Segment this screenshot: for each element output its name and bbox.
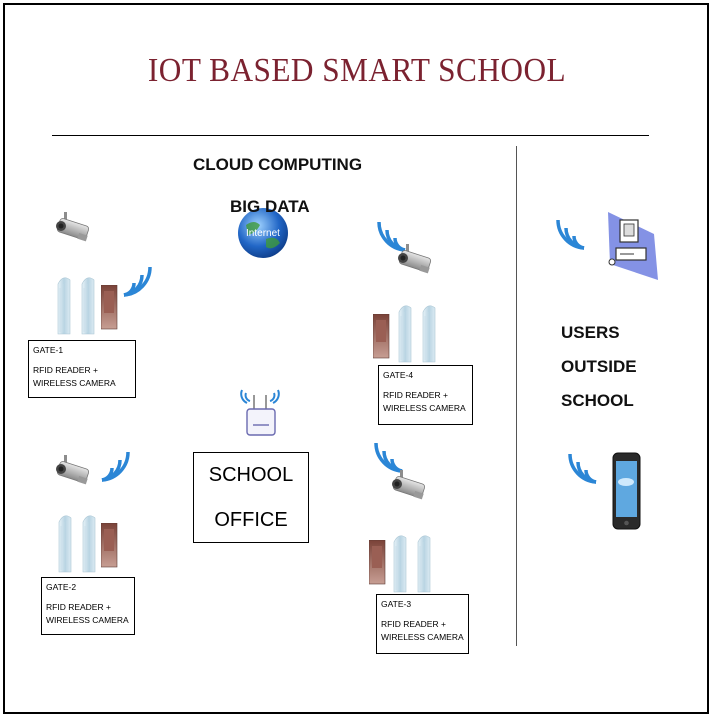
rfid-reader-icon	[373, 314, 390, 359]
gate-icon	[58, 515, 96, 573]
gate-3-desc-line1: RFID READER +	[381, 619, 446, 629]
users-line3: SCHOOL	[561, 391, 634, 410]
gate-icon	[57, 277, 95, 335]
rfid-reader-icon	[369, 540, 386, 585]
globe-label: Internet	[246, 228, 280, 239]
gate-4-desc-line2: WIRELESS CAMERA	[383, 403, 466, 413]
rfid-reader-icon	[101, 523, 118, 568]
router-icon	[240, 389, 280, 436]
gate-3-desc-line2: WIRELESS CAMERA	[381, 632, 464, 642]
gate-2-desc-line1: RFID READER +	[46, 602, 111, 612]
gate-4-label-box: GATE-4 RFID READER + WIRELESS CAMERA	[378, 365, 473, 425]
rfid-reader-icon	[101, 285, 118, 330]
office-line1: SCHOOL	[208, 464, 294, 486]
gate-4-desc-line1: RFID READER +	[383, 390, 448, 400]
gate-2-label-box: GATE-2 RFID READER + WIRELESS CAMERA	[41, 577, 135, 635]
gate-icon	[398, 305, 436, 363]
gate-4-id: GATE-4	[383, 370, 414, 380]
smartphone-icon	[612, 452, 641, 530]
gate-1-id: GATE-1	[33, 345, 64, 355]
camera-icon	[398, 244, 432, 274]
wifi-signal-icon	[568, 452, 598, 484]
diagram-title: IOT BASED SMART SCHOOL	[147, 52, 567, 89]
globe-icon: Internet	[238, 208, 288, 258]
camera-icon	[56, 212, 90, 242]
school-office-box: SCHOOL OFFICE	[193, 452, 309, 543]
wifi-signal-icon	[122, 265, 152, 297]
title-divider	[52, 135, 649, 136]
camera-icon	[56, 455, 90, 485]
gate-1-desc-line1: RFID READER +	[33, 365, 98, 375]
gate-1-desc-line2: WIRELESS CAMERA	[33, 378, 116, 388]
gate-icon	[393, 535, 431, 593]
gate-1-label-box: GATE-1 RFID READER + WIRELESS CAMERA	[28, 340, 136, 398]
users-line1: USERS	[561, 323, 620, 342]
computer-icon	[608, 212, 658, 280]
gate-2-desc-line2: WIRELESS CAMERA	[46, 615, 129, 625]
camera-icon	[392, 470, 426, 500]
wifi-signal-icon	[100, 450, 130, 482]
gate-2-id: GATE-2	[46, 582, 77, 592]
big-data-label: BIG DATA	[230, 197, 310, 216]
diagram-frame	[3, 3, 709, 714]
office-line2: OFFICE	[214, 509, 288, 531]
gate-3-label-box: GATE-3 RFID READER + WIRELESS CAMERA	[376, 594, 469, 654]
wifi-signal-icon	[556, 218, 586, 250]
gate-3-id: GATE-3	[381, 599, 412, 609]
cloud-computing-label: CLOUD COMPUTING	[193, 155, 363, 174]
users-outside-school-label: USERS OUTSIDE SCHOOL	[561, 316, 637, 418]
users-divider	[516, 146, 517, 646]
users-line2: OUTSIDE	[561, 357, 637, 376]
